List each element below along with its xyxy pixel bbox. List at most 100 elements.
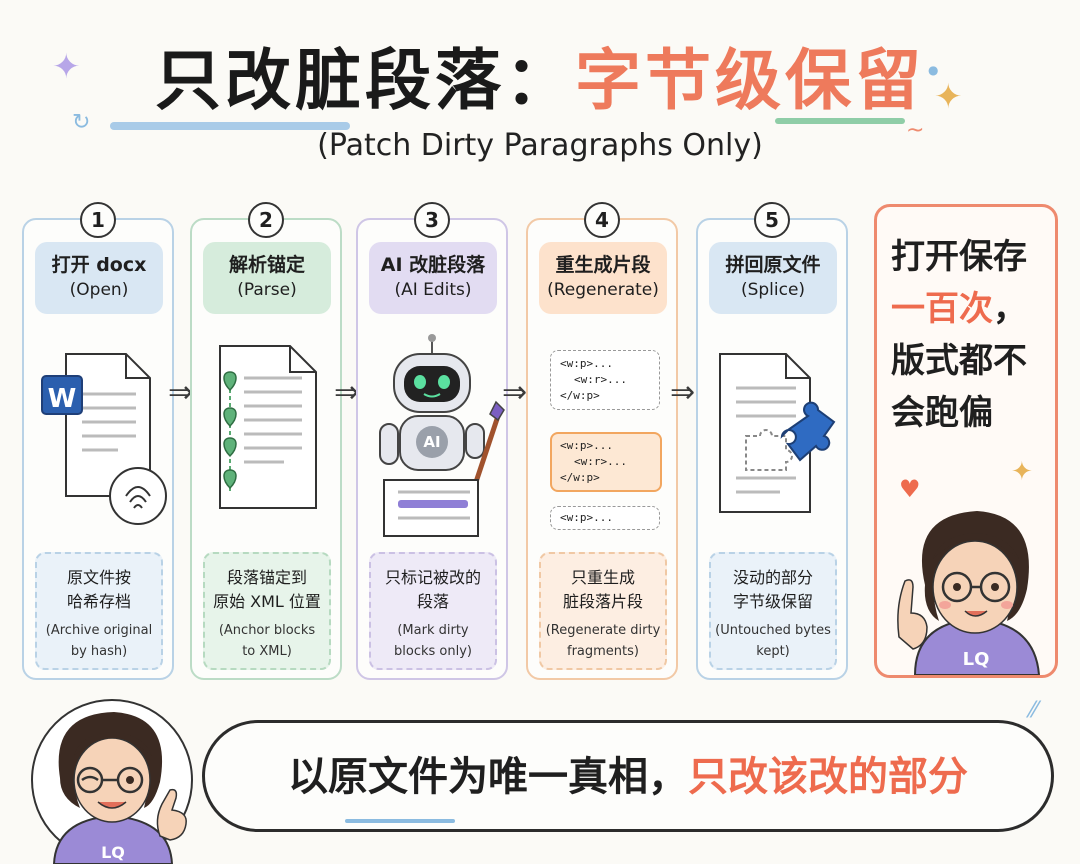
sparkle-icon: ✦ <box>934 77 963 117</box>
anchored-document-icon <box>219 345 317 509</box>
step-label-en: (Splice) <box>740 280 806 300</box>
step-label-en: (AI Edits) <box>394 280 472 300</box>
heart-icon: ♥ <box>899 475 921 503</box>
arrow-right-icon: ⇒ <box>168 375 194 410</box>
highlight-line: 一百次， <box>891 283 1051 335</box>
step-label-zh: 拼回原文件 <box>725 254 821 276</box>
step-label-en: (Regenerate) <box>547 280 659 300</box>
xml-line: <w:p>... <box>560 511 613 524</box>
xml-fragment-dirty <box>550 432 662 492</box>
bottom-slogan: 以原文件为唯一真相，只改该改的部分 <box>205 747 1051 807</box>
sparkle-icon: ✦ <box>1011 457 1033 487</box>
step-label-en: (Open) <box>69 280 129 300</box>
step-label-zh: 解析锚定 <box>228 254 305 276</box>
note-en-line1: (Anchor blocks <box>218 623 316 638</box>
step-card-open: 1 打开 docx (Open) W 原文件按 哈希存档 (Archive or… <box>22 202 174 680</box>
step-label: 打开 docx (Open) <box>35 242 163 314</box>
note-en-line: (Archive original by hash) <box>37 620 161 662</box>
subtitle: (Patch Dirty Paragraphs Only) <box>317 128 763 163</box>
note-zh-line: 脏段落片段 <box>562 592 643 611</box>
step-label: 解析锚定 (Parse) <box>203 242 331 314</box>
step-label: 拼回原文件 (Splice) <box>709 242 837 314</box>
step-number: 5 <box>754 202 790 238</box>
note-en-line2: to XML) <box>242 644 292 659</box>
note-zh-line: 段落 <box>416 592 449 611</box>
xml-fragment <box>550 506 660 530</box>
step-note: 没动的部分 字节级保留 (Untouched bytes kept) <box>709 552 837 670</box>
xml-line: </w:p> <box>560 471 600 484</box>
avatar <box>31 699 193 864</box>
step-card-splice: 5 拼回原文件 (Splice) 没动的部分 字节级保留 (Untouched … <box>696 202 848 680</box>
xml-line: </w:p> <box>560 389 600 402</box>
title-colon: ： <box>505 42 575 119</box>
avatar-badge: LQ <box>962 649 990 670</box>
step-number: 4 <box>584 202 620 238</box>
sparkle-icon: ✦ <box>52 47 81 87</box>
slogan-part1: 以原文件为唯一真相， <box>288 754 688 800</box>
note-en-line: (Mark dirty blocks only) <box>371 620 495 662</box>
arrow-right-icon: ⇒ <box>334 375 360 410</box>
note-en-line1: (Mark dirty <box>397 623 469 638</box>
note-en-line1: (Untouched bytes <box>715 623 831 638</box>
title-part2: 字节级保留 <box>575 42 925 119</box>
note-zh-line: 没动的部分 <box>732 568 813 587</box>
highlight-line: 版式都不 <box>891 341 1027 381</box>
highlight-text: 打开保存 一百次， 版式都不 会跑偏 <box>891 231 1051 439</box>
xml-line: <w:r>... <box>574 455 627 468</box>
note-en-line2: kept) <box>756 644 790 659</box>
arrow-right-icon: ⇒ <box>502 375 528 410</box>
step-note: 段落锚定到 原始 XML 位置 (Anchor blocks to XML) <box>203 552 331 670</box>
note-zh-line: 原文件按 <box>66 568 131 587</box>
note-en-line2: by hash) <box>70 644 128 659</box>
highlight-emphasis: 一百次 <box>891 289 993 329</box>
highlight-card: 打开保存 一百次， 版式都不 会跑偏 ✦ ♥ LQ <box>874 204 1058 678</box>
avatar-badge: LQ <box>101 843 125 862</box>
slogan-underline <box>345 819 455 823</box>
note-en-line1: (Archive original <box>45 623 153 638</box>
step-card-regenerate: 4 重生成片段 (Regenerate) <w:p>... <w:r>... <… <box>526 202 678 680</box>
step-label-en: (Parse) <box>237 280 297 300</box>
squiggle-icon: ~ <box>906 118 925 143</box>
slogan-part2: 只改该改的部分 <box>688 754 968 800</box>
note-zh-line: 段落锚定到 <box>226 568 307 587</box>
dot-icon: ● <box>928 63 939 77</box>
step-label: 重生成片段 (Regenerate) <box>539 242 667 314</box>
puzzle-document-icon <box>719 353 836 513</box>
step-label-zh: 重生成片段 <box>555 254 651 276</box>
note-zh-line: 原始 XML 位置 <box>213 592 321 611</box>
step-label: AI 改脏段落 (AI Edits) <box>369 242 497 314</box>
xml-line: <w:p>... <box>560 439 613 452</box>
step-label-zh: 打开 docx <box>51 254 147 276</box>
robot-badge: AI <box>423 433 441 451</box>
highlight-line: 会跑偏 <box>891 393 993 433</box>
note-en-line2: fragments) <box>567 644 639 659</box>
note-zh-line: 只重生成 <box>570 568 635 587</box>
title: 只改脏段落：字节级保留 <box>0 38 1080 124</box>
step-note: 只标记被改的 段落 (Mark dirty blocks only) <box>369 552 497 670</box>
note-en-line: (Untouched bytes kept) <box>711 620 835 662</box>
note-en-line: (Anchor blocks to XML) <box>205 620 329 662</box>
note-zh-line: 字节级保留 <box>732 592 813 611</box>
title-part1: 只改脏段落 <box>155 42 505 119</box>
highlight-line: 打开保存 <box>891 237 1027 277</box>
document-icon <box>41 353 167 525</box>
highlight-comma: ， <box>993 289 1027 329</box>
step-number: 2 <box>248 202 284 238</box>
step-card-ai-edits: 3 AI 改脏段落 (AI Edits) AI 只标记被改的 段落 (Mark … <box>356 202 508 680</box>
note-zh-line: 只标记被改的 <box>384 568 481 587</box>
speech-bubble: 以原文件为唯一真相，只改该改的部分 <box>202 720 1054 832</box>
title-underline <box>110 122 350 130</box>
avatar <box>897 511 1041 675</box>
note-en-line2: blocks only) <box>394 644 472 659</box>
spark-lines-icon: ⁄⁄ <box>1030 698 1038 723</box>
step-number: 3 <box>414 202 450 238</box>
step-number: 1 <box>80 202 116 238</box>
swirl-icon: ↻ <box>72 110 91 135</box>
arrow-right-icon: ⇒ <box>670 375 696 410</box>
title-underline <box>775 118 905 124</box>
xml-line: <w:r>... <box>574 373 627 386</box>
xml-fragment <box>550 350 660 410</box>
robot-icon <box>379 334 505 537</box>
